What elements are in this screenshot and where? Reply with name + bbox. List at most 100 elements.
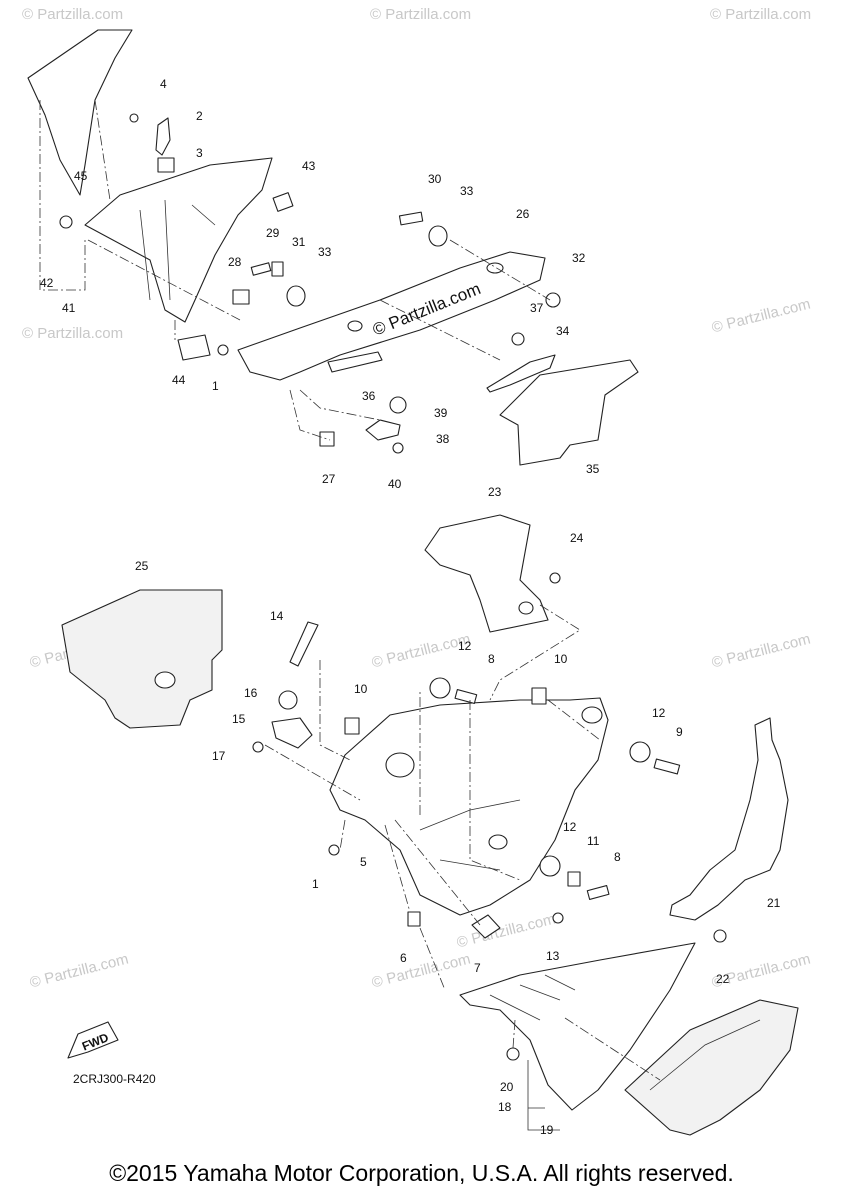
part-24-nut <box>549 572 561 584</box>
part-23-bracket <box>424 514 549 633</box>
part-26-side-rail <box>237 251 546 381</box>
part-3-clip <box>157 157 175 173</box>
callout-33: 33 <box>460 184 474 198</box>
part-1-screw <box>328 844 340 856</box>
callout-33: 33 <box>318 245 332 259</box>
callout-25: 25 <box>135 559 149 573</box>
callout-15: 15 <box>232 712 246 726</box>
callout-43: 43 <box>302 159 316 173</box>
part-40-screw <box>392 442 404 454</box>
callout-12: 12 <box>652 706 666 720</box>
part-41-side-cover-frame <box>84 157 273 323</box>
part-8-bolt <box>586 884 610 900</box>
callout-13: 13 <box>546 949 560 963</box>
part-2-bracket <box>155 117 171 156</box>
part-5-hole <box>581 706 603 724</box>
callout-8: 8 <box>614 850 621 864</box>
callout-20: 20 <box>500 1080 514 1094</box>
callout-29: 29 <box>266 226 280 240</box>
callout-32: 32 <box>572 251 586 265</box>
part-10-collar <box>531 687 547 705</box>
part-20-screw <box>506 1047 520 1061</box>
part-12-grommet <box>629 741 651 763</box>
part-32-nut <box>545 292 561 308</box>
part-18-side-cover <box>459 942 696 1111</box>
part-12-grommet <box>539 855 561 877</box>
callout-28: 28 <box>228 255 242 269</box>
callout-38: 38 <box>436 432 450 446</box>
callout-8: 8 <box>488 652 495 666</box>
part-12-grommet <box>429 677 451 699</box>
watermark: © Partzilla.com <box>710 6 812 23</box>
callout-44: 44 <box>172 373 186 387</box>
part-31-collar <box>271 261 284 277</box>
callout-3: 3 <box>196 146 203 160</box>
part-25-pad <box>61 589 223 729</box>
part-44-pad <box>177 334 211 361</box>
part-5-hole <box>385 752 415 778</box>
callout-16: 16 <box>244 686 258 700</box>
part-36-damper-strip <box>327 351 383 373</box>
part-19-emblem <box>624 999 799 1136</box>
part-17-screw <box>252 741 264 753</box>
part-23-hole <box>518 601 534 615</box>
callout-45: 45 <box>74 169 88 183</box>
callout-11: 11 <box>587 834 600 848</box>
part-35-cover <box>499 359 639 466</box>
part-15-bracket <box>271 717 313 749</box>
part-45-screw <box>59 215 73 229</box>
fwd-arrow-icon <box>67 1021 119 1059</box>
watermark: © Partzilla.com <box>22 325 124 342</box>
part-13-screw <box>552 912 564 924</box>
part-27-nut <box>319 431 335 447</box>
part-14-damper-strip <box>289 621 319 667</box>
part-43-clip <box>272 192 294 212</box>
callout-27: 27 <box>322 472 336 486</box>
part-21-bracket <box>669 717 789 921</box>
part-30-bolt <box>398 211 424 226</box>
callout-40: 40 <box>388 477 402 491</box>
diagram-code: 2CRJ300-R420 <box>73 1072 156 1086</box>
callout-2: 2 <box>196 109 203 123</box>
part-38-bracket <box>365 419 401 441</box>
part-33-grommet <box>286 285 306 307</box>
callout-34: 34 <box>556 324 570 338</box>
part-29-bolt <box>250 262 272 276</box>
part-26-hole <box>486 262 504 274</box>
part-8-bolt <box>454 688 478 704</box>
callout-37: 37 <box>530 301 544 315</box>
part-9-bolt <box>653 758 681 775</box>
part-34-band <box>486 354 556 393</box>
copyright-notice: ©2015 Yamaha Motor Corporation, U.S.A. A… <box>109 1160 734 1186</box>
callout-30: 30 <box>428 172 442 186</box>
watermark: © Partzilla.com <box>22 6 124 23</box>
part-6-clip <box>407 911 421 927</box>
callout-12: 12 <box>563 820 577 834</box>
part-5-inner-panel <box>329 697 609 916</box>
part-4-screw <box>129 113 139 123</box>
callout-14: 14 <box>270 609 284 623</box>
callout-35: 35 <box>586 462 600 476</box>
part-1-screw <box>217 344 229 356</box>
callout-19: 19 <box>540 1123 554 1137</box>
callout-7: 7 <box>474 961 481 975</box>
callout-36: 36 <box>362 389 376 403</box>
callout-23: 23 <box>488 485 502 499</box>
part-5-hole <box>488 834 508 850</box>
callout-31: 31 <box>292 235 306 249</box>
callout-21: 21 <box>767 896 781 910</box>
callout-6: 6 <box>400 951 407 965</box>
callout-22: 22 <box>716 972 730 986</box>
part-37-screw <box>511 332 525 346</box>
part-39-grommet <box>389 396 407 414</box>
part-10-collar <box>344 717 360 735</box>
callout-10: 10 <box>554 652 568 666</box>
callout-39: 39 <box>434 406 448 420</box>
part-28-clip <box>232 289 250 305</box>
callout-17: 17 <box>212 749 226 763</box>
callout-4: 4 <box>160 77 167 91</box>
watermark: © Partzilla.com <box>370 6 472 23</box>
part-42-side-panel <box>27 29 133 196</box>
callout-24: 24 <box>570 531 584 545</box>
